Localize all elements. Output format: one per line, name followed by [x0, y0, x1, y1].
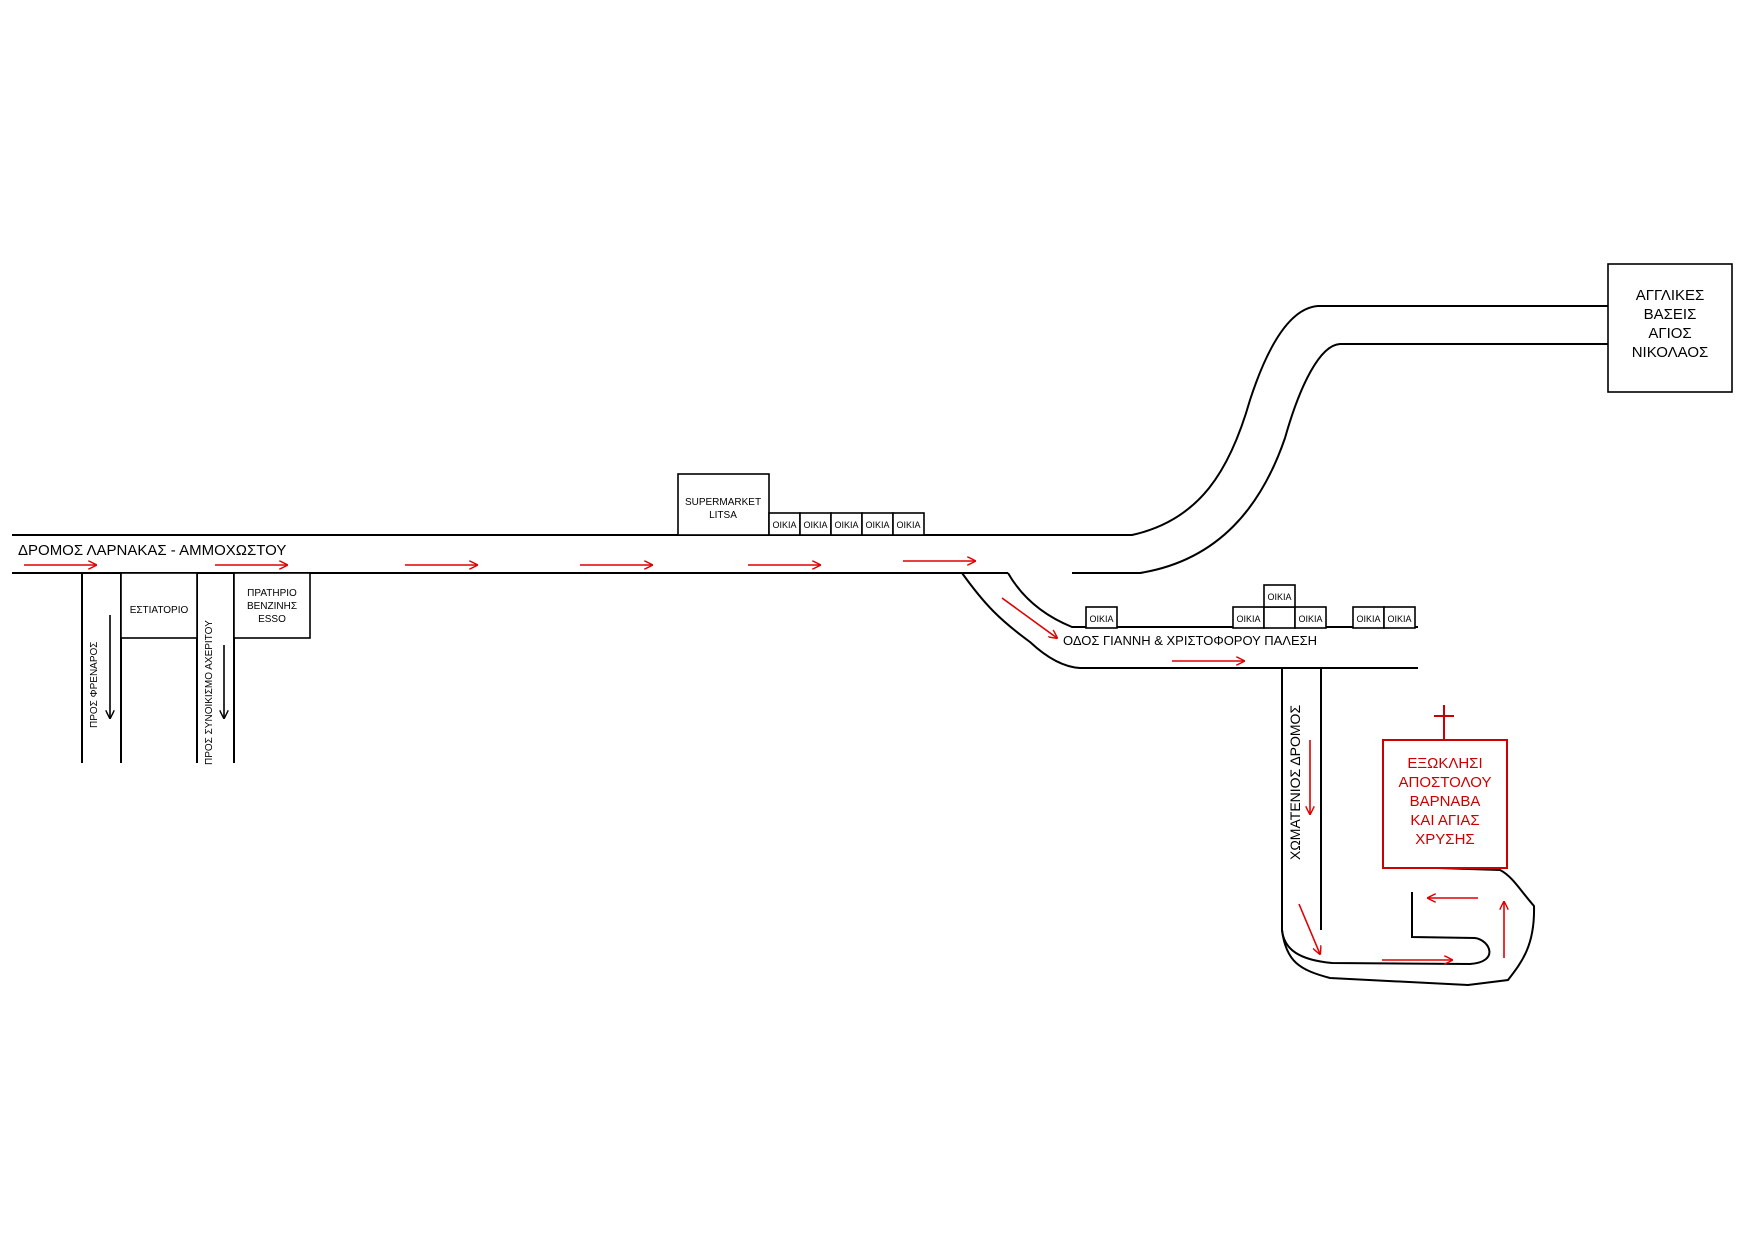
- houses-main-road: OIKIA OIKIA OIKIA OIKIA OIKIA: [768, 512, 925, 536]
- branch-road: [961, 572, 1418, 669]
- british-bases-line4: ΝΙΚΟΛΑΟΣ: [1632, 344, 1709, 361]
- british-bases: ΑΓΓΛΙΚΕΣ ΒΑΣΕΙΣ ΑΓΙΟΣ ΝΙΚΟΛΑΟΣ: [1607, 263, 1733, 393]
- side-road-label: ΟΔΟΣ ΓΙΑΝΝΗ & ΧΡΙΣΤΟΦΟΡΟΥ ΠΑΛΕΣΗ: [1063, 633, 1317, 648]
- chapel: ΕΞΩΚΛΗΣΙ ΑΠΟΣΤΟΛΟΥ ΒΑΡΝΑΒΑ ΚΑΙ ΑΓΙΑΣ ΧΡΥ…: [1382, 705, 1508, 869]
- chapel-line5: ΧΡΥΣΗΣ: [1415, 831, 1474, 848]
- house-label: OIKIA: [803, 520, 827, 530]
- supermarket-line2: LITSA: [709, 510, 737, 521]
- house-label: OIKIA: [896, 520, 920, 530]
- restaurant-label: ΕΣΤΙΑΤΟΡΙΟ: [130, 605, 189, 616]
- direction-arrows: [110, 615, 224, 718]
- dirt-road-label: ΧΩΜΑΤΕΝΙΟΣ ΔΡΟΜΟΣ: [1287, 705, 1303, 860]
- dirt-road: [1281, 668, 1536, 987]
- houses-side-road: OIKIA OIKIA OIKIA OIKIA OIKIA OIKIA: [1085, 584, 1416, 629]
- supermarket-line1: SUPERMARKET: [685, 497, 761, 508]
- house-label: OIKIA: [1267, 592, 1291, 602]
- arrow-right-icon: [1001, 597, 1057, 638]
- chapel-line4: ΚΑΙ ΑΓΙΑΣ: [1410, 812, 1479, 829]
- frenaros-label: ΠΡΟΣ ΦΡΕΝΑΡΟΣ: [89, 642, 100, 728]
- arrow-right-icon: [1298, 903, 1320, 954]
- chapel-line1: ΕΞΩΚΛΗΣΙ: [1407, 755, 1482, 772]
- supermarket: SUPERMARKET LITSA: [677, 473, 770, 536]
- house-label: OIKIA: [1236, 614, 1260, 624]
- british-bases-line2: ΒΑΣΕΙΣ: [1644, 306, 1697, 323]
- house-label: OIKIA: [1387, 614, 1411, 624]
- restaurant: ΕΣΤΙΑΤΟΡΙΟ: [120, 572, 198, 639]
- house-label: OIKIA: [1089, 614, 1113, 624]
- house-label: OIKIA: [834, 520, 858, 530]
- gas-station: ΠΡΑΤΗΡΙΟ ΒΕΝΖΙΝΗΣ ESSO: [233, 572, 311, 639]
- house-label: OIKIA: [1356, 614, 1380, 624]
- house-label: OIKIA: [772, 520, 796, 530]
- chapel-line2: ΑΠΟΣΤΟΛΟΥ: [1399, 774, 1492, 791]
- route-arrows: [24, 561, 1504, 960]
- main-road-label: ΔΡΟΜΟΣ ΛΑΡΝΑΚΑΣ - ΑΜΜΟΧΩΣΤΟΥ: [18, 542, 286, 559]
- gas-station-line1: ΠΡΑΤΗΡΙΟ: [247, 588, 297, 599]
- chapel-line3: ΒΑΡΝΑΒΑ: [1410, 793, 1481, 810]
- acheritou-label: ΠΡΟΣ ΣΥΝΟΙΚΙΣΜΟ ΑΧΕΡΙΤΟΥ: [204, 620, 215, 765]
- british-bases-line1: ΑΓΓΛΙΚΕΣ: [1636, 287, 1705, 304]
- gas-station-line3: ESSO: [258, 614, 286, 625]
- cross-icon: [1434, 705, 1454, 740]
- british-bases-line3: ΑΓΙΟΣ: [1648, 325, 1691, 342]
- gas-station-line2: ΒΕΝΖΙΝΗΣ: [247, 601, 297, 612]
- house-label: OIKIA: [865, 520, 889, 530]
- house-label: OIKIA: [1298, 614, 1322, 624]
